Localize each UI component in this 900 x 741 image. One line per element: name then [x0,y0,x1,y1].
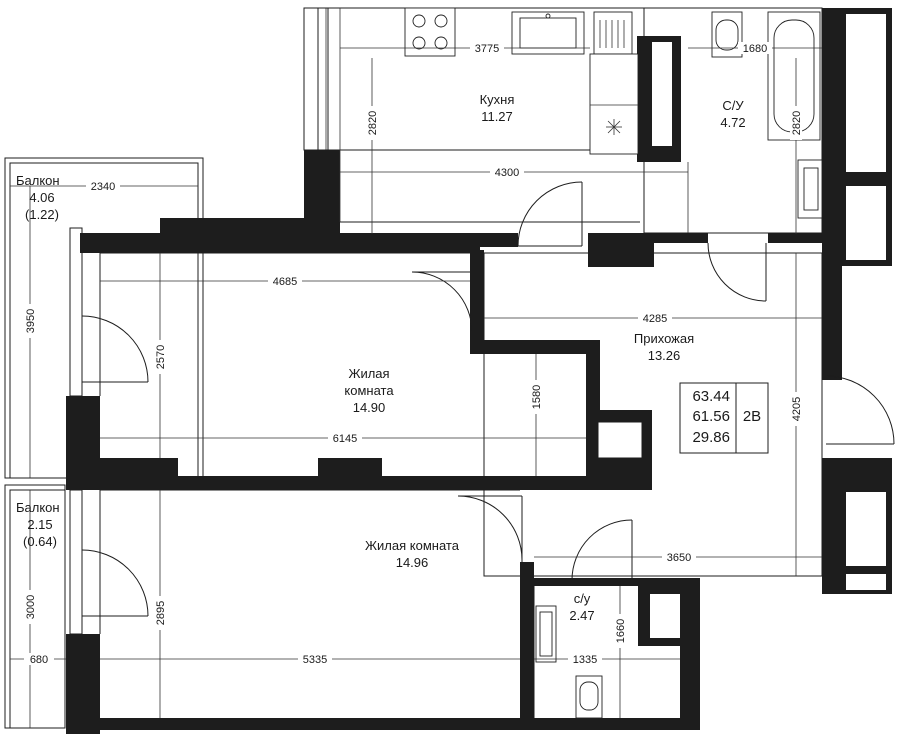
apartment-type: 2В [743,408,761,425]
hall-name: Прихожая [634,331,694,346]
thin-structure [69,7,823,718]
stove-icon [404,7,456,57]
total-area: 63.44 [692,388,730,405]
bathroom-area: 4.72 [720,115,745,130]
living-area: 29.86 [692,429,730,446]
dim-balcony2-width: 680 [30,654,48,666]
door-living1 [411,271,473,336]
dim-balcony1-width: 2340 [91,181,115,193]
kitchen-area: 11.27 [481,109,513,124]
dim-balcony2-height: 3000 [25,595,37,619]
wc-area: 2.47 [569,608,594,623]
dim-wc-height: 1660 [615,619,627,643]
wc-name: с/у [574,591,591,606]
area-no-balcony: 61.56 [692,408,730,425]
door-entrance [825,375,895,445]
dimension-labels: 3775 2820 4300 1680 2820 2340 3950 4685 … [24,42,803,666]
dim-living1-niche: 1580 [531,385,543,409]
dim-kitchen-width-top: 3775 [475,43,499,55]
kitchen-fixtures [404,7,639,155]
balcony2-name: Балкон [16,500,60,515]
extractor-icon [606,119,622,135]
living1-name-line1: Жилая [348,366,389,381]
door-balcony2 [81,549,149,617]
dim-wc-width: 1335 [573,654,597,666]
bathroom-name: С/У [722,98,744,113]
dim-living1-width: 6145 [333,433,357,445]
dim-kitchen-width: 4300 [495,167,519,179]
living1-name-line2: комната [344,383,394,398]
living2-name: Жилая комната [365,538,460,553]
dim-living1-width-top: 4685 [273,276,297,288]
door-wc [571,519,633,581]
door-balcony1 [81,315,149,383]
balcony2-area: 2.15 [27,517,52,532]
dim-living1-height: 2570 [155,345,167,369]
living2-area: 14.96 [396,555,429,570]
balcony1-area: 4.06 [29,190,54,205]
dim-hall-height: 4205 [791,397,803,421]
balcony1-name: Балкон [16,173,60,188]
dim-hall-lower-width: 3650 [667,552,691,564]
balcony2-reduced-area: (0.64) [23,534,57,549]
door-kitchen [517,181,583,247]
hall-area: 13.26 [648,348,681,363]
doors [81,181,895,617]
totals-box: 63.44 61.56 29.86 2В [679,382,769,454]
counter-icon [589,53,639,155]
door-bathroom [707,242,767,302]
dim-balcony1-height: 3950 [25,309,37,333]
dim-living2-height: 2895 [155,601,167,625]
balcony1-reduced-area: (1.22) [25,207,59,222]
dim-living2-width: 5335 [303,654,327,666]
room-labels: Кухня 11.27 С/У 4.72 Балкон 4.06 (1.22) … [16,92,746,623]
kitchen-name: Кухня [480,92,515,107]
dim-hall-width: 4285 [643,313,667,325]
door-living2 [457,495,523,562]
dim-bath-height: 2820 [791,111,803,135]
dim-bath-width: 1680 [743,43,767,55]
walls [66,8,892,734]
dim-kitchen-height: 2820 [367,111,379,135]
living1-area: 14.90 [353,400,386,415]
